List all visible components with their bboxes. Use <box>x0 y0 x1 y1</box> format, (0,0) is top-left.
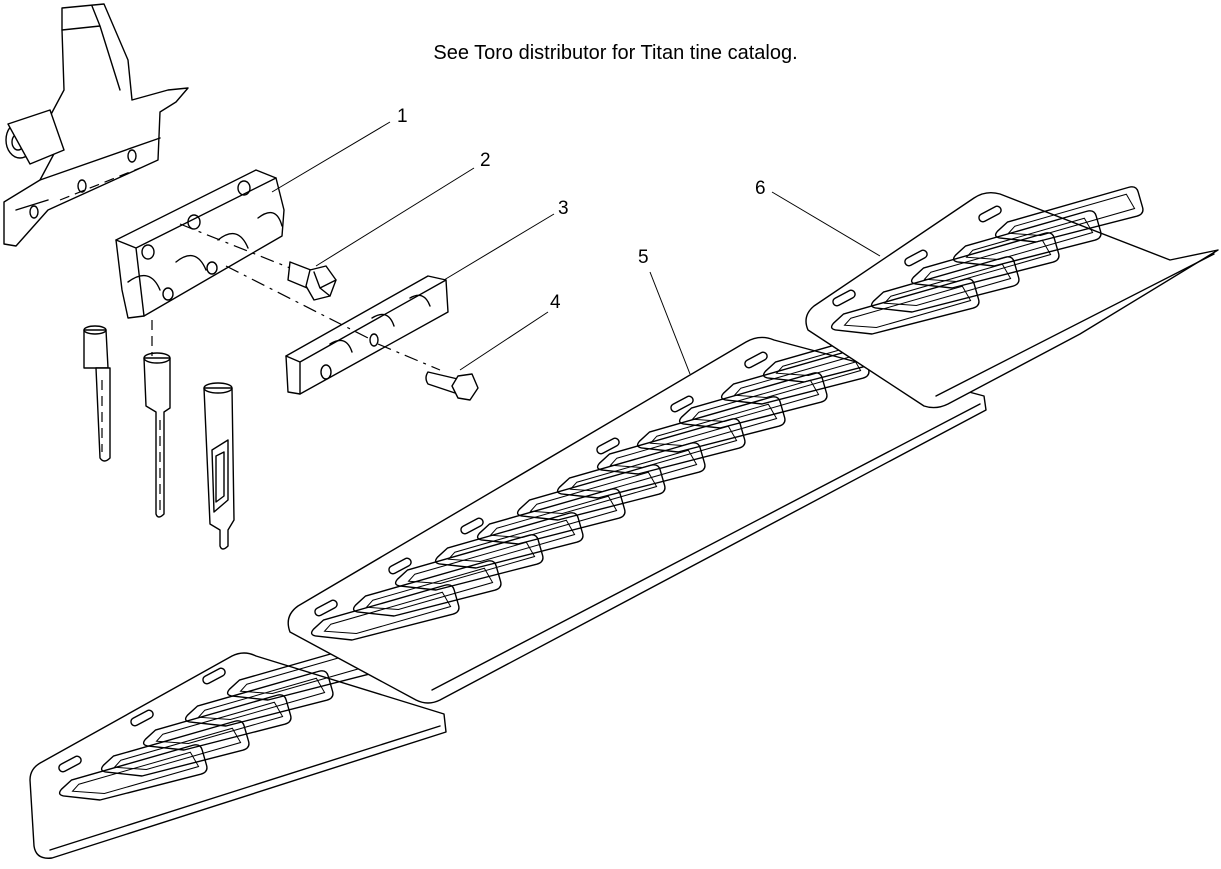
bolt-long <box>425 371 479 401</box>
frame-bracket <box>3 3 189 247</box>
callout-4: 4 <box>550 292 561 313</box>
callout-2: 2 <box>480 150 491 171</box>
callout-3: 3 <box>558 198 569 219</box>
tine-plate-lower <box>29 642 447 859</box>
catalog-note: See Toro distributor for Titan tine cata… <box>433 42 798 64</box>
tine-plate-upper <box>805 184 1219 409</box>
pin-split <box>203 382 235 550</box>
bolt-short <box>287 261 337 301</box>
callout-5: 5 <box>638 247 649 268</box>
pin-short <box>83 325 111 462</box>
tine-holder <box>115 169 301 319</box>
clamp-bar <box>225 265 449 395</box>
leader-lines <box>271 121 881 375</box>
callout-1: 1 <box>397 106 408 127</box>
pin-medium <box>143 320 171 518</box>
callout-6: 6 <box>755 178 766 199</box>
tine-plate-middle <box>287 324 987 704</box>
